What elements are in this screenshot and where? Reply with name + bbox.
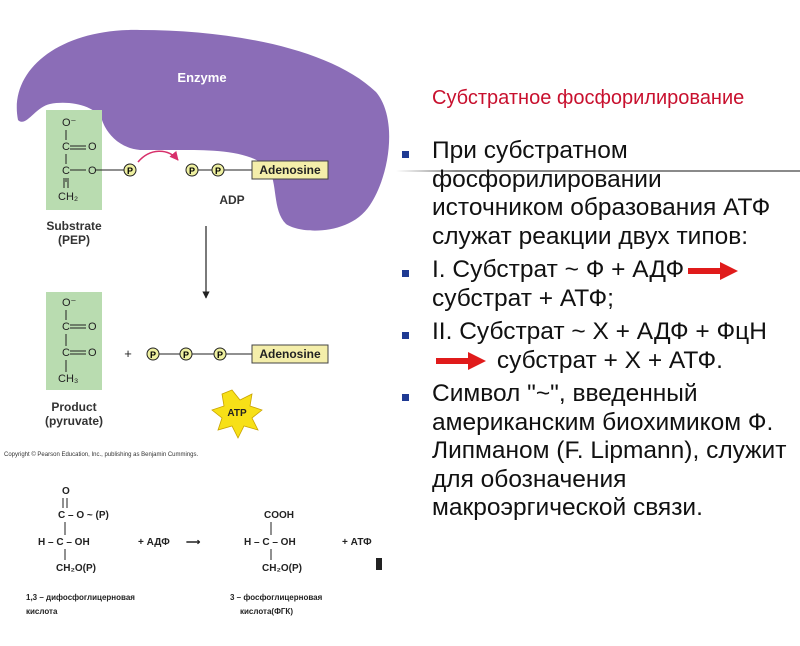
- atp-adenosine-label: Adenosine: [259, 347, 321, 361]
- red-arrow-icon: [436, 352, 486, 371]
- atp-star-label: ATP: [227, 408, 247, 419]
- rx-right-name-2: кислота(ФГК): [240, 607, 293, 616]
- phosphate-transfer-arrow: [137, 150, 179, 163]
- pyr-o2: O: [88, 347, 97, 359]
- product-box: [46, 292, 102, 390]
- pep-o2: O: [88, 165, 97, 177]
- bullet-square-icon: [402, 394, 409, 401]
- rx-left-name-1: 1,3 – дифосфоглицерновая: [26, 593, 135, 602]
- pep-phosphate-label: P: [127, 166, 133, 176]
- bullet-item-4: Символ "~", введенный американским биохи…: [398, 380, 798, 523]
- pyr-c2: C: [62, 347, 70, 359]
- bullet-square-icon: [402, 270, 409, 277]
- substrate-label: Substrate: [46, 219, 102, 233]
- pyr-c1: C: [62, 321, 70, 333]
- adp-adenosine-box: [251, 160, 329, 180]
- title-divider: [396, 170, 800, 172]
- rx-left-name-2: кислота: [26, 607, 58, 616]
- rx-plus-atp: + АТФ: [342, 537, 372, 548]
- rx-left-row3: CH₂O(P): [56, 563, 96, 574]
- atp-phosphate-2-label: P: [183, 350, 189, 360]
- small-mark: [376, 558, 382, 570]
- atp-star: [211, 389, 263, 439]
- bullet-text: Символ "~", введенный американским биохи…: [432, 380, 787, 521]
- atp-phosphate-1-label: P: [150, 350, 156, 360]
- substrate-sublabel: (PEP): [58, 233, 90, 247]
- bullet-text-after: субстрат + АТФ;: [432, 284, 614, 312]
- plus-sign: +: [124, 346, 132, 361]
- pep-c1: C: [62, 141, 70, 153]
- bullet-item-2: I. Субстрат ~ Ф + АДФ субстрат + АТФ;: [398, 256, 798, 313]
- bullet-text-before: I. Субстрат ~ Ф + АДФ: [432, 256, 685, 283]
- rx-left-row1: C – O ~ (P): [58, 510, 109, 521]
- bullet-square-icon: [402, 332, 409, 339]
- atp-phosphate-3-label: P: [217, 350, 223, 360]
- rx-right-top: COOH: [264, 510, 294, 521]
- rx-left-row2: H – C – OH: [38, 537, 90, 548]
- bullet-text-before: II. Субстрат ~ Х + АДФ + ФцН: [432, 318, 767, 345]
- rx-right-row3: CH₂O(P): [262, 563, 302, 574]
- bullet-square-icon: [402, 151, 409, 158]
- adp-adenosine-label: Adenosine: [259, 163, 321, 177]
- rx-left-o: O: [62, 486, 70, 497]
- bullet-list: При субстратном фосфорилировании источни…: [398, 137, 798, 528]
- bullet-item-3: II. Субстрат ~ Х + АДФ + ФцН субстрат + …: [398, 318, 798, 375]
- pep-phosphate: [123, 163, 137, 177]
- atp-adenosine-box: [251, 344, 329, 364]
- bullet-item-1: При субстратном фосфорилировании источни…: [398, 137, 798, 251]
- copyright: Copyright © Pearson Education, Inc., pub…: [4, 451, 199, 458]
- adp-phosphate-1-label: P: [189, 166, 195, 176]
- pyr-o1: O: [88, 321, 97, 333]
- pep-o-minus: O⁻: [62, 117, 77, 129]
- product-label: Product: [51, 400, 96, 414]
- rx-right-name-1: 3 – фосфоглицерновая: [230, 593, 323, 602]
- pep-c2: C: [62, 165, 70, 177]
- pyr-ch3: CH₃: [58, 373, 78, 385]
- enzyme-label: Enzyme: [177, 70, 226, 85]
- product-sublabel: (pyruvate): [45, 414, 103, 428]
- rx-arrow: ⟶: [186, 537, 201, 548]
- rx-plus-adp: + АДФ: [138, 537, 170, 548]
- biochem-figure: Enzyme O⁻ C O C O CH₂ P Substrate (PEP) …: [4, 29, 390, 616]
- bullet-text-after: субстрат + Х + АТФ.: [496, 346, 723, 374]
- pep-o1: O: [88, 141, 97, 153]
- slide-title: Субстратное фосфорилирование: [432, 87, 745, 109]
- pyr-o-minus: O⁻: [62, 297, 77, 309]
- adp-label: ADP: [219, 193, 244, 207]
- substrate-box: [46, 110, 102, 210]
- adp-phosphate-2-label: P: [215, 166, 221, 176]
- enzyme-shape: [16, 29, 390, 231]
- pep-ch2: CH₂: [58, 191, 78, 203]
- red-arrow-icon: [688, 261, 739, 280]
- bullet-text: При субстратном фосфорилировании источни…: [432, 137, 771, 250]
- rx-right-row2: H – C – OH: [244, 537, 296, 548]
